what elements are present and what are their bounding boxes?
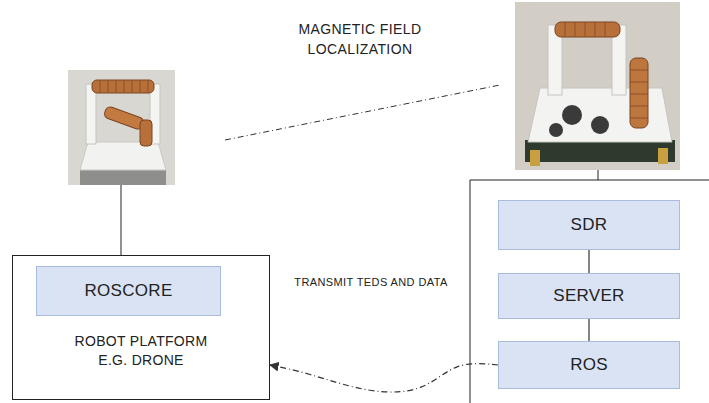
mount-line	[598, 170, 599, 180]
connector-line	[588, 319, 589, 341]
annotation-label: MAGNETIC FIELD LOCALIZATION	[288, 20, 432, 59]
sma-connector	[530, 150, 540, 166]
copper-coil	[630, 58, 648, 128]
box-label: ROSCORE	[84, 281, 172, 301]
coil-winding	[565, 22, 605, 37]
copper-coil	[140, 120, 152, 146]
box-label: SDR	[571, 215, 608, 235]
photo-ground	[515, 2, 680, 170]
printed-base	[80, 142, 166, 170]
process-box: ROS	[498, 341, 680, 389]
base-hole	[562, 105, 582, 125]
system-bracket	[470, 180, 709, 403]
sensor-photo-left	[68, 70, 175, 185]
sma-connector	[658, 148, 668, 164]
copper-coil	[555, 22, 620, 37]
board	[80, 168, 166, 185]
process-box: SDR	[498, 200, 680, 250]
mount-line	[121, 185, 122, 255]
copper-coil	[103, 106, 145, 131]
process-box: SERVER	[498, 273, 680, 319]
coil-winding	[630, 70, 648, 118]
base-hole	[591, 116, 609, 134]
sensor-photo-right	[515, 2, 680, 170]
box-label: ROS	[570, 355, 608, 375]
annotation-text: MAGNETIC FIELD LOCALIZATION	[298, 21, 421, 57]
edge-label-text: TRANSMIT TEDS AND DATA	[294, 276, 447, 288]
printed-base	[528, 88, 672, 142]
coil-winding	[100, 80, 148, 93]
frame-post	[86, 84, 96, 144]
edge-label: TRANSMIT TEDS AND DATA	[278, 276, 464, 288]
photo-ground	[68, 70, 175, 185]
platform-box: ROBOT PLATFORM E.G. DRONE ROSCORE	[12, 255, 270, 400]
localization-line	[225, 85, 500, 140]
process-box: ROSCORE	[36, 266, 221, 316]
connector-line	[588, 250, 589, 273]
board	[525, 140, 675, 162]
platform-label: ROBOT PLATFORM E.G. DRONE	[66, 332, 216, 370]
copper-coil	[92, 80, 154, 93]
base-hole	[549, 123, 563, 137]
box-label: SERVER	[553, 286, 624, 306]
connector-arrow	[270, 364, 498, 392]
